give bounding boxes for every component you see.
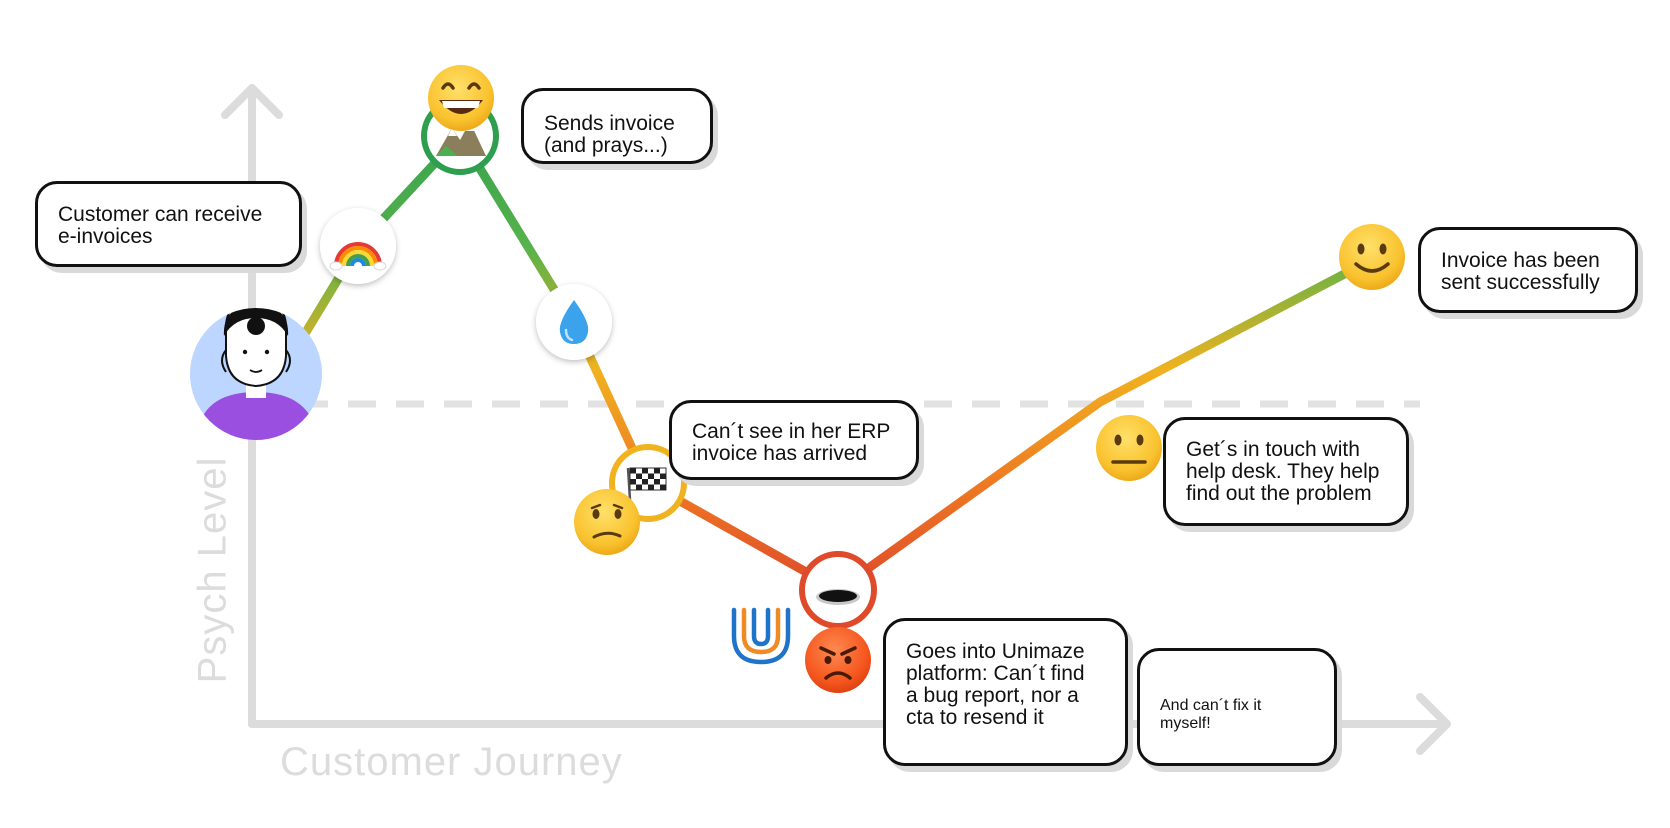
x-axis-arrow: [1416, 693, 1451, 755]
confused-face-icon: [574, 489, 640, 555]
note-sends: Sends invoice (and prays...): [521, 88, 713, 164]
droplet-node: [536, 284, 612, 360]
y-axis-label: Psych Level: [190, 456, 235, 684]
unimaze-logo: [731, 607, 791, 665]
hole-node: [799, 551, 877, 629]
rainbow-node: [320, 208, 396, 284]
y-axis-arrow: [221, 84, 283, 119]
neutral-face-icon: [1096, 415, 1162, 481]
note-cant-see: Can´t see in her ERP invoice has arrived: [669, 400, 919, 480]
rainbow-icon: [329, 242, 387, 271]
hole-icon: [816, 589, 860, 605]
note-help-desk: Get´s in touch with help desk. They help…: [1163, 417, 1409, 526]
note-receive: Customer can receive e-invoices: [35, 181, 302, 267]
grinning-face-icon: [428, 65, 494, 131]
note-unimaze: Goes into Unimaze platform: Can´t find a…: [883, 618, 1128, 766]
note-success: Invoice has been sent successfully: [1418, 227, 1638, 313]
smiling-face-icon: [1339, 224, 1405, 290]
x-axis-label: Customer Journey: [280, 740, 623, 784]
customer-avatar: [190, 308, 322, 440]
angry-face-icon: [805, 627, 871, 693]
note-cant-fix: And can´t fix it myself!: [1137, 648, 1337, 766]
checkered-flag-icon: [626, 467, 667, 501]
